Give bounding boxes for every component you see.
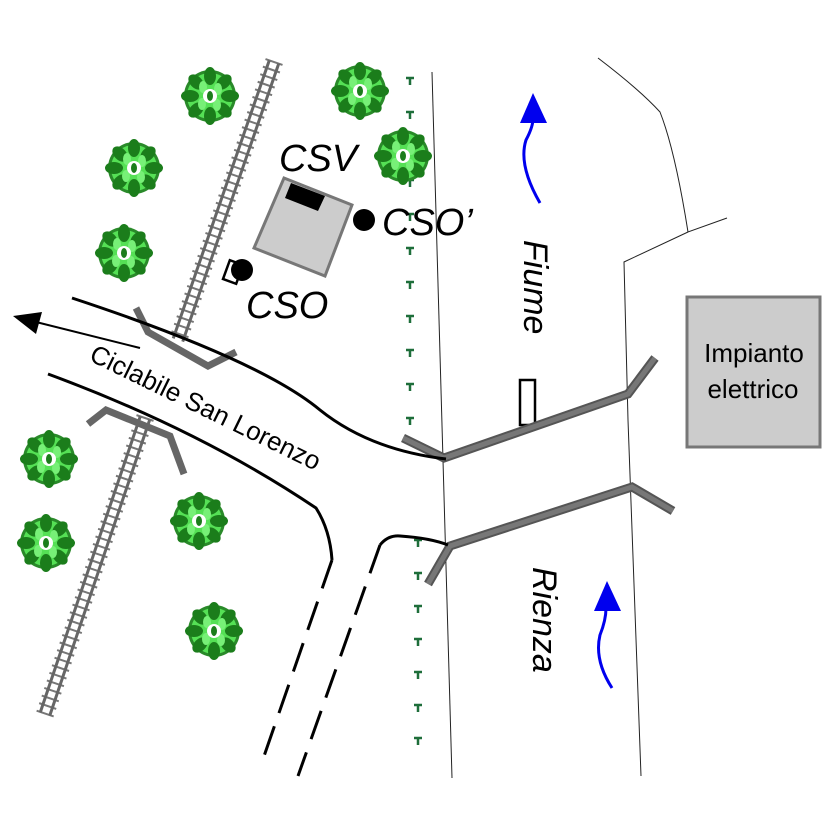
electrical-plant-building (685, 295, 822, 449)
cso-prime-point-icon (353, 209, 375, 231)
tree-icon (374, 127, 432, 185)
railway-rail (38, 415, 142, 713)
tree-icon (181, 67, 239, 125)
grass-mark (404, 76, 416, 87)
river-rienza-label: Rienza (525, 567, 563, 673)
csv-label: CSV (279, 138, 361, 180)
tree-icon (170, 492, 228, 550)
grass-mark (404, 280, 416, 291)
grass-mark (412, 637, 424, 648)
tree-icon (20, 430, 78, 488)
rail-bridge-north (132, 306, 238, 370)
bridge-north-inner (401, 356, 657, 461)
railway-icon (171, 58, 283, 343)
grass-mark (404, 246, 416, 257)
cycle-path-label: Ciclabile San Lorenzo (85, 338, 325, 476)
cso-prime-label: CSO’ (382, 202, 473, 244)
cycle-path-arrow-line (27, 319, 141, 349)
tree-icon (331, 62, 389, 120)
rail-bridge-south (85, 405, 188, 476)
railway-rail (48, 419, 152, 717)
grass-mark (404, 110, 416, 121)
grass-mark (412, 670, 424, 681)
bridge-south-inner (425, 484, 675, 586)
plant-label-line2: elettrico (707, 374, 798, 404)
grass-mark (412, 604, 424, 615)
river-bank-left (431, 71, 453, 779)
storm-tank-building (252, 176, 354, 278)
railway-icon (36, 414, 154, 718)
cycle-path-edge-south (47, 372, 334, 561)
plant-label-line1: Impianto (704, 338, 804, 368)
railway-rail (171, 59, 271, 339)
cycle-path-edge-north (71, 296, 447, 461)
grass-mark (404, 348, 416, 359)
grass-mark (412, 538, 424, 549)
grass-mark (404, 416, 416, 427)
boundary-line (597, 57, 728, 233)
flow-arrow-icon (522, 115, 542, 204)
dashed-path (296, 544, 382, 777)
bridge-pier (518, 378, 537, 427)
river-fiume-label: Fiume (516, 240, 554, 334)
tree-icon (95, 224, 153, 282)
grass-mark (412, 571, 424, 582)
csv-marker (285, 183, 325, 211)
railway-rail (181, 63, 281, 343)
tree-icon (185, 602, 243, 660)
grass-mark (404, 314, 416, 325)
flow-arrow-head (520, 93, 547, 123)
tree-icon (17, 514, 75, 572)
cso-point-icon (231, 259, 253, 281)
flow-arrow-head (594, 581, 621, 611)
grass-mark (412, 736, 424, 747)
boundary-line (623, 231, 689, 777)
arrow-left-icon (13, 312, 42, 334)
grass-mark (412, 703, 424, 714)
flow-arrow-icon (597, 607, 614, 689)
grass-mark (404, 382, 416, 393)
cso-label: CSO (246, 285, 328, 327)
tree-icon (105, 139, 163, 197)
cycle-path-edge-bridge (378, 534, 449, 547)
dashed-path (260, 559, 334, 763)
